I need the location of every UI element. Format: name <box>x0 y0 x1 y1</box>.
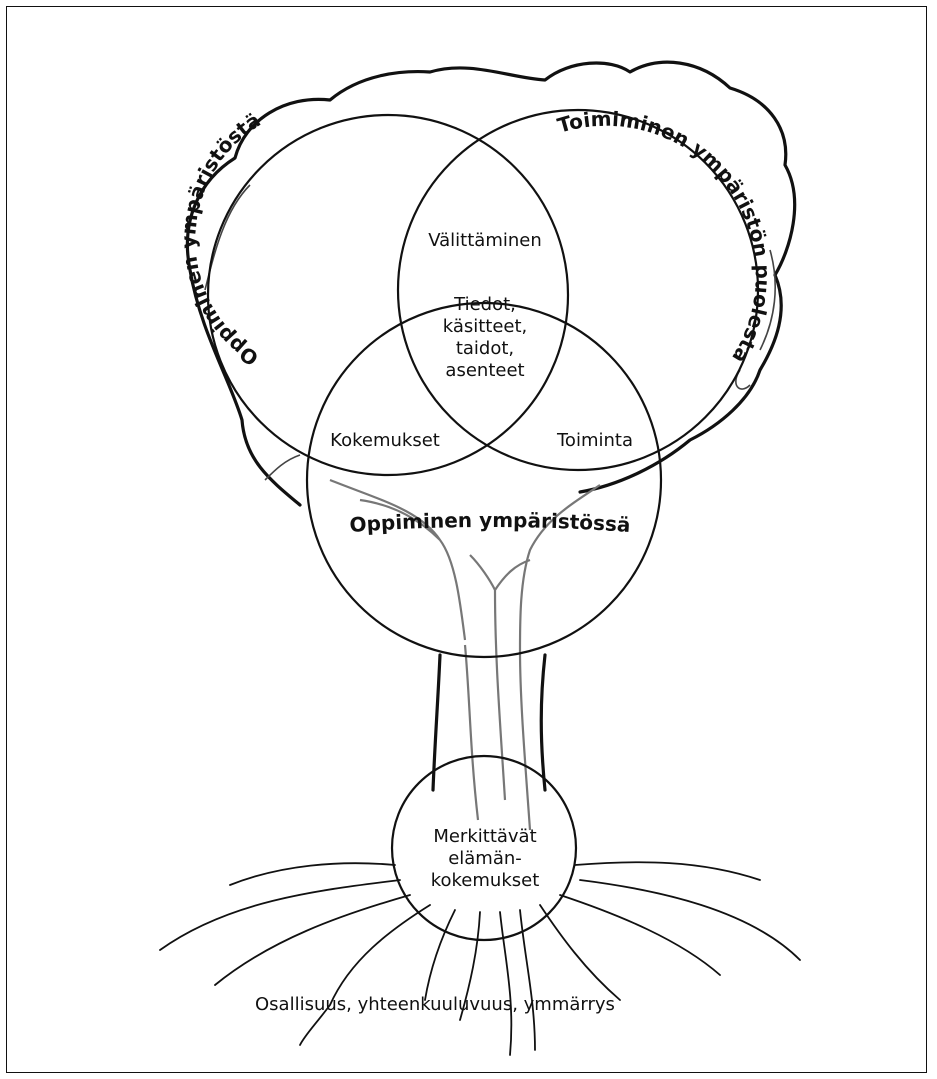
action-label: Toiminta <box>525 430 665 452</box>
trunk-outline <box>433 655 545 790</box>
significant-experiences-label: Merkittävät elämän- kokemukset <box>410 826 560 892</box>
core-knowledge-label: Tiedot, käsitteet, taidot, asenteet <box>415 294 555 382</box>
experiences-label: Kokemukset <box>305 430 465 452</box>
caring-label: Välittäminen <box>380 230 590 252</box>
roots-caption: Osallisuus, yhteenkuuluvuus, ymmärrys <box>255 994 695 1016</box>
learning-from-label: Oppiminen ympäristöstä <box>176 108 265 371</box>
learning-in-label: Oppiminen ympäristössä <box>349 508 632 537</box>
